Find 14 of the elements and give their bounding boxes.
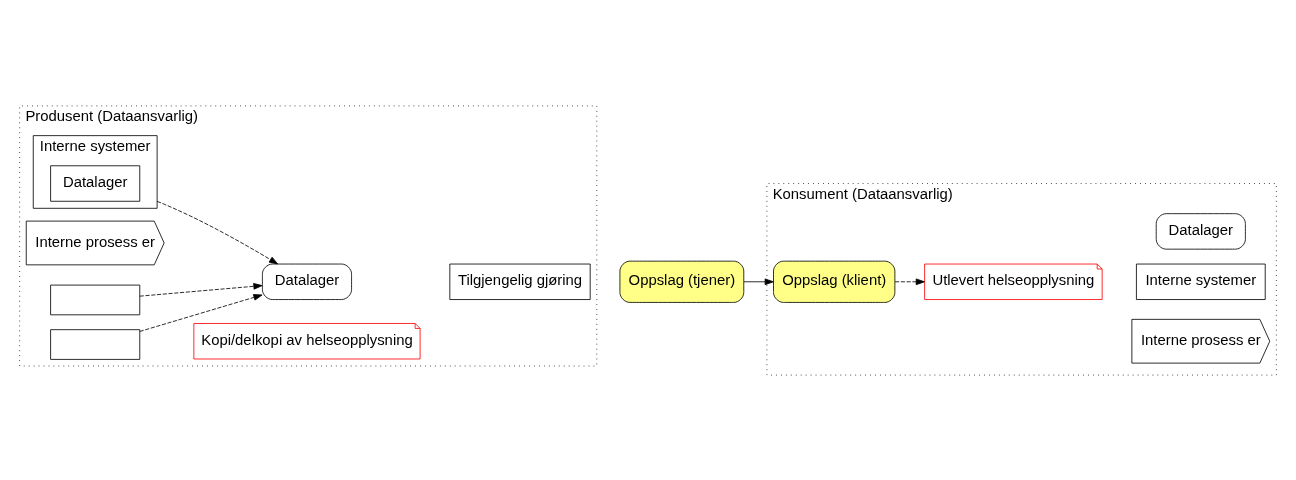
node-box: Datalager bbox=[261, 263, 352, 300]
arrow bbox=[139, 293, 263, 332]
arrow bbox=[156, 200, 279, 264]
node-box: Tilgjengelig gjøring bbox=[449, 263, 591, 300]
node-box bbox=[50, 328, 141, 360]
arrow bbox=[139, 282, 263, 297]
arrow bbox=[894, 278, 925, 285]
node-box: Datalager bbox=[1155, 212, 1246, 250]
node-box: Datalager bbox=[50, 164, 141, 202]
node-box bbox=[50, 284, 141, 315]
node-box: Interne systemer bbox=[1136, 263, 1266, 300]
arrow bbox=[743, 278, 774, 285]
node-box: Oppslag (tjener) bbox=[619, 260, 745, 303]
node-box: Oppslag (klient) bbox=[773, 260, 896, 303]
